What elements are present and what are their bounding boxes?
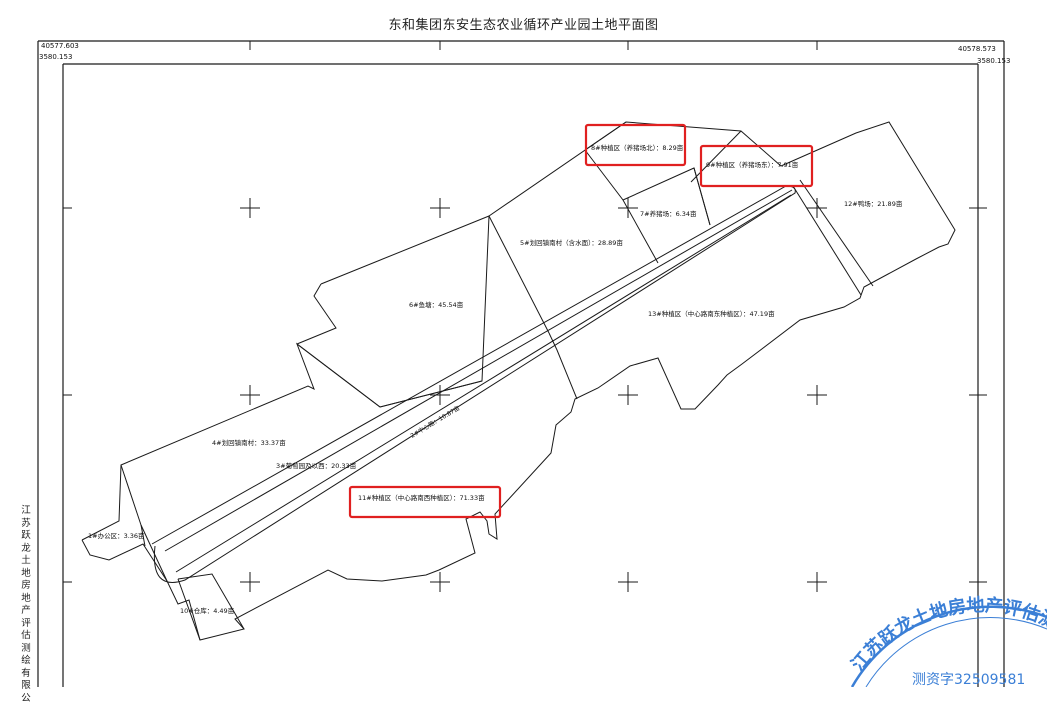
highlight-boxes: [348, 123, 814, 519]
parcel-label-7: 7#养猪场：6.34亩: [640, 209, 697, 218]
parcel-label-1: 1#办公区：3.36亩: [88, 531, 145, 540]
highlight-box-11: [348, 485, 502, 519]
parcel-label-10: 10#仓库：4.49亩: [180, 606, 235, 615]
parcel-label-8: 8#种植区（养猪场北）：8.29亩: [591, 143, 684, 152]
stamp-number: 测资字32509581: [912, 672, 1025, 687]
parcel-label-12: 12#鸭场：21.89亩: [844, 199, 903, 208]
corner-coord-top-left-y: 3580.153: [39, 53, 73, 61]
frame-ticks: [63, 41, 987, 583]
land-plan-drawing: 1#办公区：3.36亩 3#葡萄园及以西：20.33亩 4#划回镇南村：33.3…: [0, 0, 1047, 687]
central-road: [151, 185, 796, 583]
parcel-labels: 1#办公区：3.36亩 3#葡萄园及以西：20.33亩 4#划回镇南村：33.3…: [88, 143, 903, 615]
parcel-label-9: 9#种植区（养猪场东）：7.91亩: [706, 160, 799, 169]
parcel-label-4: 4#划回镇南村：33.37亩: [212, 438, 286, 447]
company-seal-stamp: 江苏跃龙土地房地产评估测绘有限公司 测资字32509581: [0, 0, 1047, 687]
parcel-label-11: 11#种植区（中心路南西种植区）：71.33亩: [358, 493, 485, 502]
surveyor-side-label: 江苏跃龙土地房地产评估测绘有限公: [21, 505, 31, 704]
map-frame: [37, 40, 1005, 687]
highlight-box-9: [699, 144, 814, 188]
parcel-label-5: 5#划回镇南村（含水面）：28.89亩: [520, 238, 623, 247]
highlight-box-8: [584, 123, 687, 167]
road-label: 2#中心路：10.87亩: [409, 404, 461, 440]
corner-coord-top-right-x: 40578.573: [958, 45, 996, 53]
grid-crosses: [240, 198, 827, 592]
page-title: 东和集团东安生态农业循环产业园土地平面图: [388, 18, 659, 33]
parcel-label-3: 3#葡萄园及以西：20.33亩: [276, 461, 357, 470]
parcel-boundaries: [81, 121, 956, 641]
corner-coord-top-right-y: 3580.153: [977, 57, 1011, 65]
corner-coord-top-left-x: 40577.603: [41, 42, 79, 50]
parcel-label-13: 13#种植区（中心路南东种植区）：47.19亩: [648, 309, 775, 318]
parcel-label-6: 6#鱼塘：45.54亩: [409, 300, 464, 309]
